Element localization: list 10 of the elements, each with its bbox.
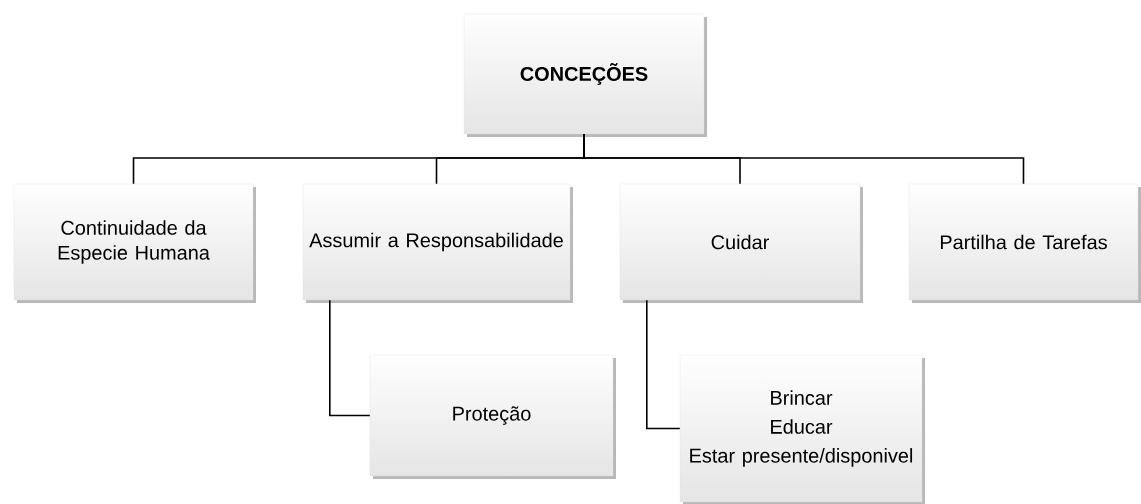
concept-box: Brincar Educar Estar presente/disponivel — [679, 354, 925, 504]
connector-line — [583, 133, 1025, 185]
concept-box: Assumir a Responsabilidade — [302, 183, 573, 303]
concept-box: Continuidade da Especie Humana — [13, 183, 256, 303]
connector-line — [646, 299, 681, 430]
concept-box: Proteção — [369, 354, 616, 479]
concept-box: Cuidar — [619, 183, 863, 303]
concept-box: Partilha de Tarefas — [908, 183, 1141, 303]
connector-line — [329, 299, 371, 417]
concept-box: CONCEÇÕES — [463, 13, 707, 137]
